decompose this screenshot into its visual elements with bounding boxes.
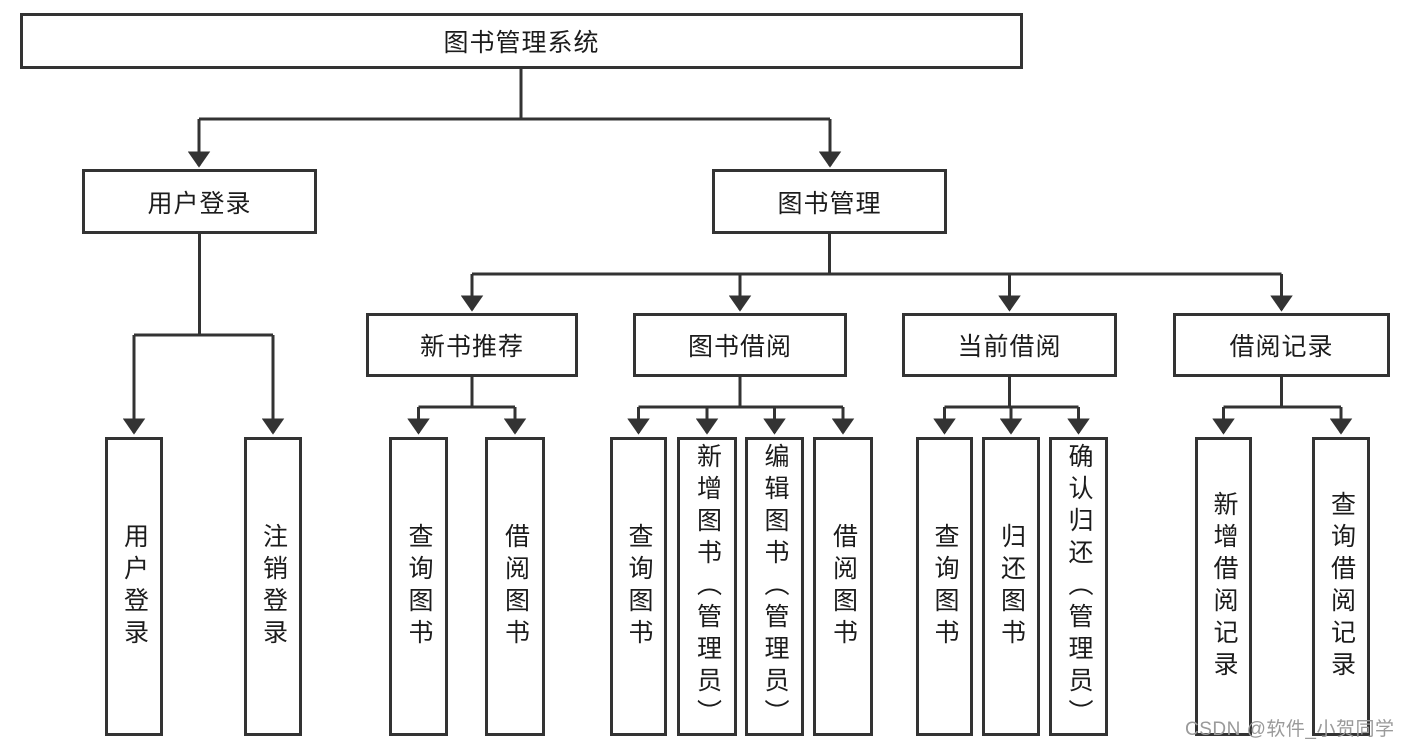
leaf-bb-add-book-admin: 新增图书（管理员） (677, 437, 737, 736)
leaf-rec-borrow-book: 借阅图书 (485, 437, 545, 736)
leaf-rec-query-book-label: 查询图书 (405, 522, 433, 651)
leaf-logout-label: 注销登录 (259, 522, 288, 651)
leaf-bb-borrow-book: 借阅图书 (813, 437, 873, 736)
node-book-borrow: 图书借阅 (633, 313, 847, 377)
node-book-management: 图书管理 (712, 169, 947, 234)
leaf-bb-borrow-book-label: 借阅图书 (829, 522, 858, 651)
leaf-br-query-record: 查询借阅记录 (1312, 437, 1370, 736)
leaf-bb-query-book: 查询图书 (610, 437, 667, 736)
node-library-system: 图书管理系统 (20, 13, 1023, 69)
csdn-watermark: CSDN @软件_小贺同学 (1185, 719, 1395, 740)
leaf-bb-add-book-admin-label: 新增图书（管理员） (693, 442, 722, 731)
leaf-cb-query-book: 查询图书 (916, 437, 973, 736)
leaf-cb-query-book-label: 查询图书 (931, 522, 959, 651)
leaf-rec-query-book: 查询图书 (389, 437, 448, 736)
node-user-login: 用户登录 (82, 169, 317, 234)
leaf-br-query-record-label: 查询借阅记录 (1327, 490, 1356, 683)
leaf-bb-edit-book-admin: 编辑图书（管理员） (745, 437, 804, 736)
leaf-logout: 注销登录 (244, 437, 302, 736)
node-current-borrow: 当前借阅 (902, 313, 1117, 377)
node-borrow-records: 借阅记录 (1173, 313, 1390, 377)
leaf-cb-return-book-label: 归还图书 (997, 522, 1026, 651)
leaf-br-add-record: 新增借阅记录 (1195, 437, 1252, 736)
leaf-bb-edit-book-admin-label: 编辑图书（管理员） (761, 442, 789, 731)
leaf-cb-confirm-return-admin-label: 确认归还（管理员） (1065, 442, 1093, 731)
leaf-br-add-record-label: 新增借阅记录 (1210, 490, 1238, 683)
leaf-user-login-label: 用户登录 (120, 522, 149, 651)
leaf-bb-query-book-label: 查询图书 (625, 522, 653, 651)
leaf-cb-return-book: 归还图书 (982, 437, 1040, 736)
leaf-cb-confirm-return-admin: 确认归还（管理员） (1049, 437, 1108, 736)
node-new-book-recommend: 新书推荐 (366, 313, 578, 377)
leaf-user-login: 用户登录 (105, 437, 163, 736)
leaf-rec-borrow-book-label: 借阅图书 (501, 522, 530, 651)
